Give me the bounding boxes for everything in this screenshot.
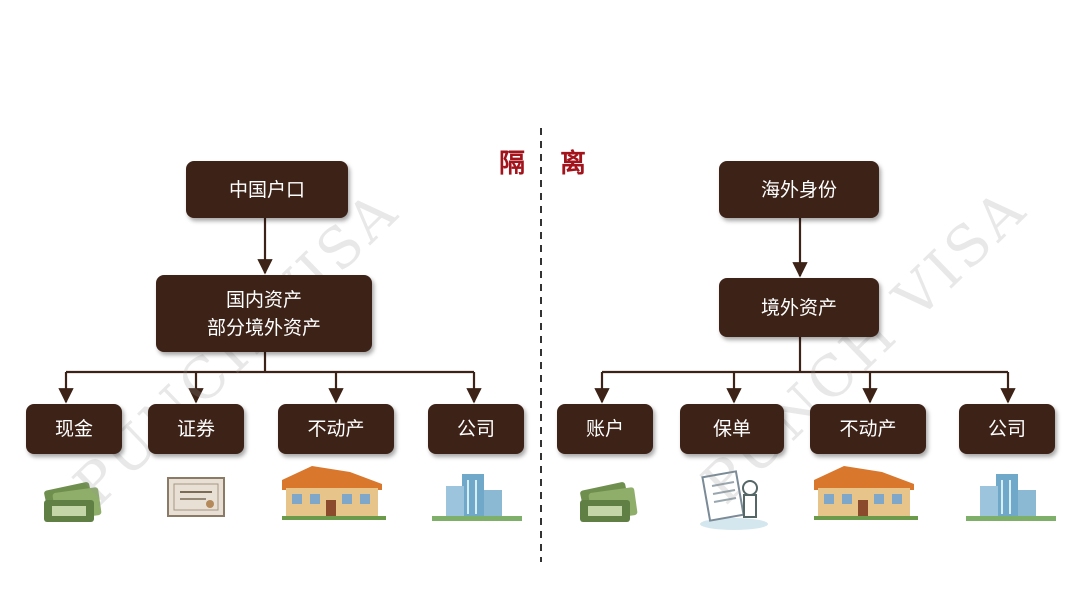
certificate-icon: [167, 477, 225, 517]
left-assets-line1: 国内资产: [225, 288, 302, 311]
left-connectors: [58, 218, 482, 404]
left-assets-line2: 部分境外资产: [206, 316, 321, 339]
left-leaf-label: 现金: [54, 418, 93, 440]
divider-label-right: 离: [560, 149, 587, 179]
right-leaf-policy: 保单: [680, 404, 784, 454]
right-root-box: 海外身份: [719, 161, 879, 218]
right-leaf-label: 不动产: [839, 418, 897, 440]
right-assets-box: 境外资产: [719, 278, 879, 337]
left-leaf-label: 证券: [176, 418, 215, 440]
divider-label-left: 隔: [499, 149, 526, 179]
house-icon: [282, 466, 386, 520]
left-assets-box: 国内资产 部分境外资产: [156, 275, 372, 352]
left-leaf-label: 不动产: [307, 418, 365, 440]
office-building-icon: [432, 474, 522, 521]
office-building-icon: [966, 474, 1056, 521]
right-connectors: [594, 218, 1016, 404]
right-leaf-label: 账户: [585, 418, 624, 440]
left-leaf-label: 公司: [456, 418, 495, 440]
left-root-label: 中国户口: [228, 178, 305, 201]
left-leaf-company: 公司: [428, 404, 524, 454]
right-leaf-company: 公司: [959, 404, 1055, 454]
right-leaf-label: 保单: [712, 418, 751, 440]
right-leaf-label: 公司: [987, 418, 1026, 440]
house-icon: [814, 466, 918, 520]
left-leaf-cash: 现金: [26, 404, 122, 454]
right-leaf-account: 账户: [557, 404, 653, 454]
right-root-label: 海外身份: [760, 178, 837, 201]
right-leaf-real-estate: 不动产: [810, 404, 926, 454]
left-root-box: 中国户口: [186, 161, 348, 218]
left-leaf-real-estate: 不动产: [278, 404, 394, 454]
cash-icon: [580, 482, 638, 522]
insurance-document-icon: [700, 470, 768, 530]
right-assets-label: 境外资产: [760, 296, 837, 319]
left-leaf-securities: 证券: [148, 404, 244, 454]
cash-icon: [44, 482, 102, 522]
